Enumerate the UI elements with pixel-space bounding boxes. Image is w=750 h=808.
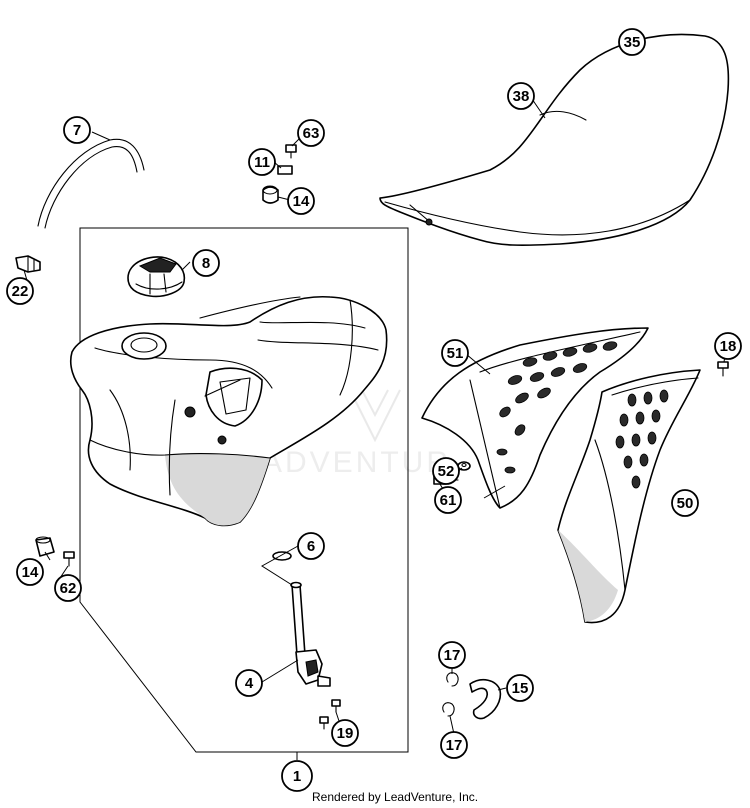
svg-text:61: 61 (440, 492, 457, 509)
callout-4: 4 (235, 669, 263, 697)
callout-8: 8 (192, 249, 220, 277)
breather-hose (469, 678, 502, 720)
hose-clamp-17-bottom (442, 702, 455, 717)
svg-text:52: 52 (438, 463, 455, 480)
rubber-bushing-14-top (262, 185, 279, 204)
svg-text:11: 11 (254, 154, 270, 171)
svg-text:4: 4 (245, 675, 254, 692)
callout-18: 18 (714, 332, 742, 360)
callout-14-bottom: 14 (16, 558, 44, 586)
side-cover-51 (421, 327, 649, 509)
svg-text:18: 18 (720, 338, 737, 355)
svg-text:17: 17 (446, 737, 463, 754)
screw-19 (319, 699, 341, 730)
fuel-hose (37, 138, 145, 229)
callout-22: 22 (6, 277, 34, 305)
callout-14-top: 14 (287, 187, 315, 215)
hose-clamp-17-top (446, 672, 459, 687)
svg-text:1: 1 (293, 768, 301, 785)
callout-17-bottom: 17 (440, 731, 468, 759)
fuel-tap (290, 581, 331, 687)
rubber-bushing-14-bottom (35, 536, 55, 557)
fuel-cap (127, 256, 186, 298)
screw-63 (285, 144, 297, 159)
callout-62: 62 (54, 574, 82, 602)
side-cover-50-vents (615, 389, 669, 489)
callout-15: 15 (506, 674, 534, 702)
fuel-tank (69, 295, 388, 527)
svg-text:17: 17 (444, 647, 461, 664)
callout-51: 51 (441, 339, 469, 367)
hose-fitting (15, 255, 41, 273)
side-cover-51-vents (496, 341, 618, 474)
callout-52: 52 (432, 457, 460, 485)
washer-11 (277, 165, 293, 175)
svg-text:22: 22 (12, 283, 29, 300)
callout-61: 61 (434, 486, 462, 514)
seat (379, 33, 730, 246)
screw-18 (717, 361, 729, 377)
o-ring (272, 551, 292, 561)
svg-text:8: 8 (202, 255, 210, 272)
svg-text:19: 19 (337, 725, 354, 742)
svg-text:14: 14 (22, 564, 39, 581)
svg-text:51: 51 (447, 345, 464, 362)
callout-38: 38 (507, 82, 535, 110)
callout-1: 1 (281, 760, 313, 792)
screw-62 (63, 551, 75, 567)
side-cover-50 (557, 369, 701, 624)
watermark-logo: ADVENTUR (262, 389, 451, 479)
svg-text:14: 14 (293, 193, 310, 210)
callout-19: 19 (331, 719, 359, 747)
svg-text:ADVENTUR: ADVENTUR (262, 446, 451, 479)
washer-52 (457, 461, 471, 471)
svg-text:35: 35 (624, 34, 641, 51)
svg-text:15: 15 (512, 680, 529, 697)
svg-text:62: 62 (60, 580, 77, 597)
callout-6: 6 (297, 532, 325, 560)
tank-assembly-bracket (79, 227, 409, 753)
svg-text:7: 7 (73, 122, 81, 139)
svg-text:38: 38 (513, 88, 530, 105)
svg-text:63: 63 (303, 125, 320, 142)
callout-50: 50 (671, 489, 699, 517)
callout-7: 7 (63, 116, 91, 144)
footer-credit: Rendered by LeadVenture, Inc. (312, 790, 479, 804)
callout-63: 63 (297, 119, 325, 147)
callout-35: 35 (618, 28, 646, 56)
svg-text:50: 50 (677, 495, 694, 512)
callout-17-top: 17 (438, 641, 466, 669)
svg-text:6: 6 (307, 538, 315, 555)
callout-11: 11 (248, 148, 276, 176)
